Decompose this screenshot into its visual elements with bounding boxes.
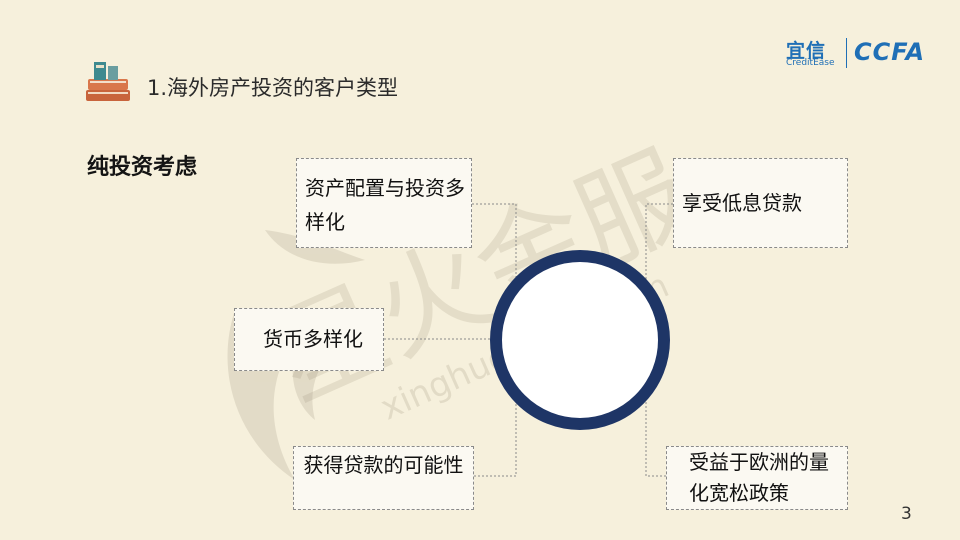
factor-box-low-interest: 享受低息贷款: [673, 158, 848, 248]
section-heading: 纯投资考虑: [87, 155, 198, 180]
logo-ccfa-text: CCFA: [854, 38, 926, 66]
books-icon: [86, 62, 130, 101]
company-logo: 宜信 CreditEase CCFA: [786, 36, 936, 72]
slide-title: 1.海外房产投资的客户类型: [147, 76, 399, 100]
page-number: 3: [901, 504, 912, 524]
factor-box-asset-allocation: 资产配置与投资多样化: [296, 158, 472, 248]
logo-en-text: CreditEase: [786, 58, 835, 68]
factor-box-qe-policy: 受益于欧洲的量化宽松政策: [666, 446, 848, 510]
center-circle: [490, 250, 670, 430]
logo-divider: [846, 38, 847, 68]
factor-box-loan-access: 获得贷款的可能性: [293, 446, 474, 510]
logo-cn-text: 宜信: [786, 40, 827, 62]
qe-policy-label: 受益于欧洲的量化宽松政策: [689, 450, 829, 505]
factor-box-currency: 货币多样化: [234, 308, 384, 371]
